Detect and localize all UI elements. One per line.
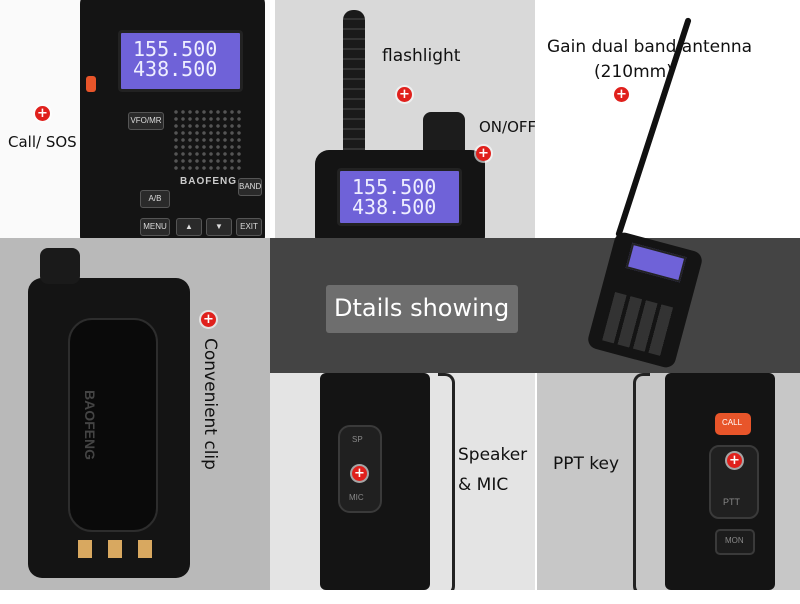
sp-text: SP [352, 435, 363, 444]
ptt-text: PTT [723, 497, 740, 507]
call-button[interactable]: CALL [715, 413, 751, 435]
clip-brand: BAOFENG [82, 390, 98, 460]
radio-body-front: 155.500 438.500 VFO/MR BAOFENG A/B BAND … [80, 0, 265, 238]
clip-wire-right [633, 373, 650, 590]
radio-side-right: CALL PTT MON [665, 373, 775, 590]
antenna-marker: + [614, 87, 629, 102]
on-off-marker: + [476, 146, 491, 161]
battery-contact-1 [78, 540, 92, 558]
lcd-screen-top: 155.500 438.500 [337, 168, 462, 226]
flashlight-marker: + [397, 87, 412, 102]
mic-text: MIC [349, 493, 364, 502]
mon-text: MON [725, 536, 744, 545]
speaker-label-line1: Speaker [458, 445, 528, 465]
details-banner [326, 285, 518, 333]
battery-contact-3 [138, 540, 152, 558]
details-text: Dtails showing [334, 294, 510, 322]
up-key[interactable]: ▲ [176, 218, 202, 236]
speaker-label-line2: & MIC [458, 475, 509, 495]
panel-side-speaker: SP MIC + Speaker & MIC [270, 373, 535, 590]
radio-body-top: 155.500 438.500 [315, 150, 485, 238]
vfo-key[interactable]: VFO/MR [128, 112, 164, 130]
small-lcd [625, 242, 687, 283]
radio-side-left: SP MIC [320, 373, 430, 590]
mon-button[interactable]: MON [715, 529, 755, 555]
lcd-freq2: 438.500 [133, 57, 218, 81]
lcd-top-freq1: 155.500 [352, 175, 437, 199]
down-key[interactable]: ▼ [206, 218, 232, 236]
lcd-screen: 155.500 438.500 [118, 30, 243, 92]
lcd-top-freq2: 438.500 [352, 195, 437, 219]
ptt-button[interactable]: PTT [709, 445, 759, 519]
band-key[interactable]: BAND [238, 178, 262, 196]
panel-side-ptt: CALL PTT MON + PPT key [537, 373, 800, 590]
speaker-mic-jack: SP MIC [338, 425, 382, 513]
speaker-grille [172, 108, 242, 170]
clip-marker: + [201, 312, 216, 327]
panel-front: 155.500 438.500 VFO/MR BAOFENG A/B BAND … [0, 0, 270, 238]
call-sos-label: Call/ SOS [8, 133, 77, 151]
ab-key[interactable]: A/B [140, 190, 170, 208]
brand-logo: BAOFENG [180, 176, 237, 187]
call-sos-marker: + [35, 106, 50, 121]
antenna-label-line1: Gain dual band antenna [547, 37, 753, 57]
speaker-marker: + [352, 466, 367, 481]
clip-label: Convenient clip [200, 338, 220, 470]
radio-body-back: BAOFENG [28, 278, 190, 578]
lcd-freq1: 155.500 [133, 37, 218, 61]
exit-key[interactable]: EXIT [236, 218, 262, 236]
panel-back: BAOFENG + Convenient clip [0, 238, 270, 590]
menu-key[interactable]: MENU [140, 218, 170, 236]
side-orange-button[interactable] [86, 76, 96, 92]
small-keypad [602, 291, 675, 357]
antenna-label-line2: (210mm) [594, 62, 673, 82]
battery-contact-2 [108, 540, 122, 558]
ptt-label: PPT key [553, 454, 620, 474]
on-off-label: ON/OFF [479, 118, 535, 136]
belt-clip: BAOFENG [68, 318, 158, 532]
call-text: CALL [722, 418, 743, 427]
clip-wire [438, 373, 455, 590]
ptt-marker: + [727, 453, 742, 468]
panel-top: 155.500 438.500 flashlight + ON/OFF + [275, 0, 535, 238]
back-knob [40, 248, 80, 284]
flashlight-label: flashlight [382, 46, 461, 66]
antenna-stub [343, 10, 365, 160]
